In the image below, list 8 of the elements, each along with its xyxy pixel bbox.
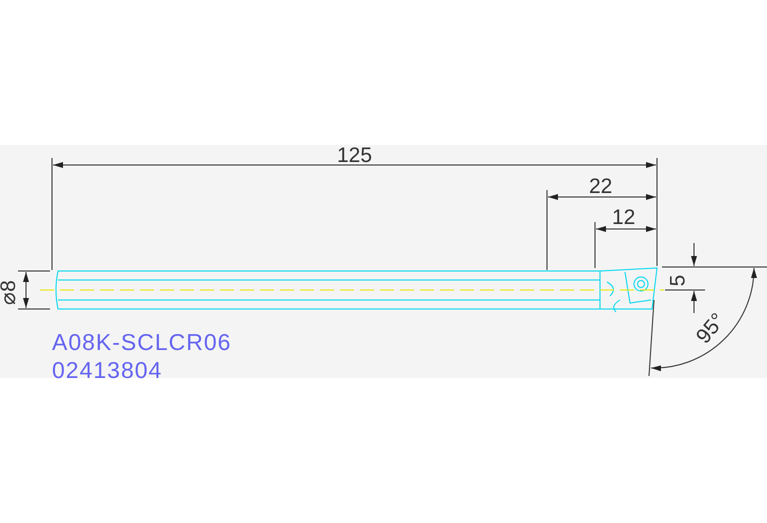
dimension-value: 22 xyxy=(589,176,612,197)
angle-value: 95° xyxy=(692,310,730,348)
dimension-value: 125 xyxy=(337,145,372,166)
dimension-value: 12 xyxy=(612,207,636,228)
diameter-value: ⌀8 xyxy=(0,280,19,305)
part-designation: A08K-SCLCR06 xyxy=(52,331,232,354)
part-number: 02413804 xyxy=(52,359,162,382)
dimension-value: 5 xyxy=(667,274,688,286)
